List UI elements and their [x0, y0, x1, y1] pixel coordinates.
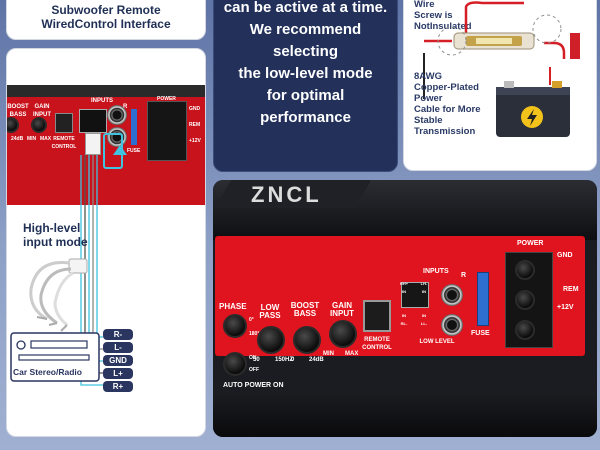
amp-inputs-label: INPUTS [91, 98, 114, 104]
boost-bass-knob [293, 326, 321, 354]
wiring-illustration [10, 155, 103, 386]
amp-fuse-label: FUSE [127, 148, 141, 154]
interface-caption-line1: Subwoofer Remote [51, 3, 161, 17]
recommendation-line-4: the low-level mode [238, 65, 373, 82]
phase-label: PHASE [219, 302, 247, 311]
amp-max-label: MAX [40, 136, 52, 142]
high-level-socket [79, 109, 107, 133]
amp-rem-label: REM [189, 122, 201, 128]
rca-jack-r [107, 105, 127, 125]
amp-gnd-label: GND [189, 106, 201, 112]
recommendation-line-5: for optimal [266, 87, 345, 104]
high-level-label-line1: High-level [23, 221, 81, 235]
car-stereo-label: Car Stereo/Radio [13, 367, 82, 377]
wire-note-line2: Screw is [414, 10, 453, 21]
wire-tag-r-minus: R- [103, 329, 133, 340]
fuse-icon [477, 272, 489, 326]
plug-connector [85, 133, 101, 155]
boost-bass-label: BOOST BASS [290, 301, 320, 318]
high-level-label-line2: input mode [23, 235, 88, 249]
cable-note-line3: Power [414, 93, 443, 104]
recommendation-line-1: can be active at a time. [223, 0, 388, 16]
wire-tag-l-plus: L+ [103, 368, 133, 379]
in-rl: IN RL- [400, 313, 408, 326]
12v-label: +12V [557, 304, 574, 311]
recommendation-card: can be active at a time. We recommend se… [213, 0, 398, 172]
phase-0: 0° [249, 317, 254, 323]
boost-min: 0 [291, 357, 295, 363]
rem-label: REM [563, 286, 579, 293]
fuse-icon [131, 109, 137, 145]
auto-off-label: OFF [249, 367, 259, 373]
low-pass-max: 150HZ [275, 357, 294, 363]
amp-power-label: POWER [157, 96, 176, 102]
auto-power-switch [223, 352, 247, 376]
wire-note-line3: NotInsulated [414, 21, 472, 32]
gain-knob [31, 117, 47, 133]
interface-caption-card: Subwoofer Remote WiredControl Interface [6, 0, 206, 40]
high-level-input-socket [401, 282, 429, 308]
power-cable-card: Wire Screw is NotInsulated 8AWG Copper-P… [403, 0, 597, 171]
gnd-label: GND [557, 252, 573, 259]
arrow-up-icon [113, 145, 127, 155]
low-pass-min: 50 [253, 357, 260, 363]
amp-gain-label: GAIN INPUT [33, 104, 51, 118]
low-pass-knob [257, 326, 285, 354]
recommendation-line-3: selecting [272, 43, 339, 60]
interface-caption-line2: WiredControl Interface [41, 17, 171, 31]
fuse-label: FUSE [471, 330, 490, 337]
amp-min-label: MIN [27, 136, 37, 142]
fuse-battery-illustration [423, 1, 580, 137]
amp-boost-label: BOOST BASS [7, 104, 29, 118]
gain-min: MIN [323, 351, 334, 357]
rca-input-r [441, 284, 463, 306]
remote-jack [55, 113, 73, 133]
low-pass-label: LOW PASS [259, 303, 281, 320]
cable-note-line1: 8AWG [414, 71, 442, 82]
recommendation-line-2: We recommend [249, 21, 362, 38]
wire-note-line1: Wire [414, 0, 435, 10]
amp-12v-label: +12V [189, 138, 201, 144]
remote-control-jack [363, 300, 391, 332]
gnd-terminal-screw [515, 260, 535, 280]
amp-r-label: R [123, 104, 128, 110]
lh-in: LH- IN [420, 281, 428, 294]
power-label: POWER [517, 240, 544, 247]
wire-tag-l-minus: L- [103, 342, 133, 353]
cable-note-line5: Stable [414, 115, 443, 126]
low-level-label: LOW LEVEL [419, 339, 455, 345]
phase-switch [223, 314, 247, 338]
cable-note-line2: Copper-Plated [414, 82, 479, 93]
amp-remote-label: REMOTE CONTROL [51, 136, 77, 150]
amp-db-label: 24dB [11, 136, 24, 142]
gain-input-knob [329, 320, 357, 348]
gain-input-label: GAIN INPUT [330, 301, 354, 318]
12v-terminal-screw [515, 320, 535, 340]
cable-note-line4: Cable for More [414, 104, 481, 115]
brand-logo: ZNCL [251, 182, 322, 207]
wire-tag-gnd: GND [103, 355, 133, 366]
inputs-label: INPUTS [423, 268, 449, 275]
amplifier-closeup-card: ZNCL PHASE 0° 180° ON OFF AUTO POWER ON … [213, 180, 597, 437]
phase-180: 180° [249, 331, 260, 337]
recommendation-line-6: performance [260, 109, 351, 126]
gain-max: MAX [345, 351, 359, 357]
auto-power-label: AUTO POWER ON [223, 382, 284, 389]
remote-control-label: REMOTE CONTROL [362, 337, 392, 351]
boost-bass-knob [7, 117, 19, 133]
boost-max: 24dB [309, 357, 324, 363]
inputs-r-label: R [461, 272, 467, 279]
rca-input-l [441, 314, 463, 336]
cable-note-line6: Transmission [414, 126, 476, 137]
high-level-input-card: BOOST BASS GAIN INPUT MIN MAX 24dB REMOT… [6, 48, 206, 437]
rh-in: RH+ IN [399, 281, 409, 294]
wire-tag-r-plus: R+ [103, 381, 133, 392]
auto-on-label: ON [249, 355, 257, 361]
power-terminal-block [147, 101, 187, 161]
rem-terminal-screw [515, 290, 535, 310]
in-ll: IN LL- [420, 313, 428, 326]
